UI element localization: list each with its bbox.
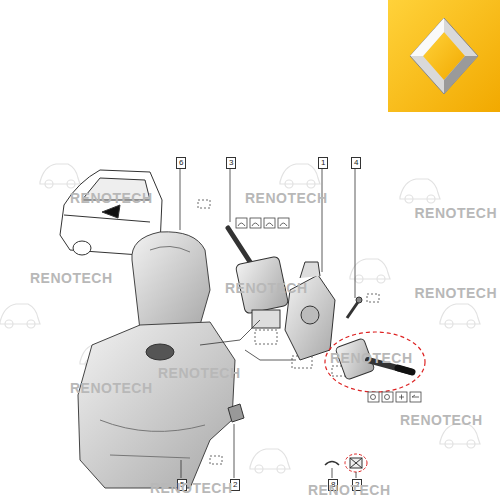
watermark: RENOTECH bbox=[225, 280, 308, 296]
callout-number: 6 bbox=[176, 157, 186, 169]
watermark: RENOTECH bbox=[158, 365, 241, 381]
watermark: RENOTECH bbox=[308, 482, 391, 498]
switch-module bbox=[285, 262, 335, 360]
callout-number: 4 bbox=[351, 157, 361, 169]
callout-number: 3 bbox=[226, 157, 236, 169]
watermark: RENOTECH bbox=[70, 190, 153, 206]
clip-part bbox=[228, 404, 244, 422]
watermark: RENOTECH bbox=[330, 350, 413, 366]
lighting-symbols bbox=[368, 392, 421, 402]
watermark: RENOTECH bbox=[70, 380, 153, 396]
cover-ribs bbox=[100, 420, 205, 458]
callout-number: 1 bbox=[318, 157, 328, 169]
cover-detail bbox=[150, 246, 190, 252]
watermark: RENOTECH bbox=[414, 205, 497, 221]
brand-logo bbox=[388, 0, 500, 112]
watermark: RENOTECH bbox=[400, 412, 483, 428]
leader-lines bbox=[180, 168, 356, 478]
highlight-ellipse bbox=[325, 332, 425, 392]
connector-boxes bbox=[198, 200, 379, 464]
watermark: RENOTECH bbox=[414, 285, 497, 301]
upper-cover bbox=[132, 232, 210, 330]
bottom-small-parts bbox=[325, 454, 367, 472]
watermark: RENOTECH bbox=[245, 190, 328, 206]
wiper-switch bbox=[228, 218, 289, 328]
small-screw bbox=[347, 297, 362, 318]
column-hole bbox=[146, 344, 174, 360]
watermark: RENOTECH bbox=[30, 270, 113, 286]
lower-cover bbox=[78, 322, 235, 488]
watermark: RENOTECH bbox=[150, 480, 233, 496]
